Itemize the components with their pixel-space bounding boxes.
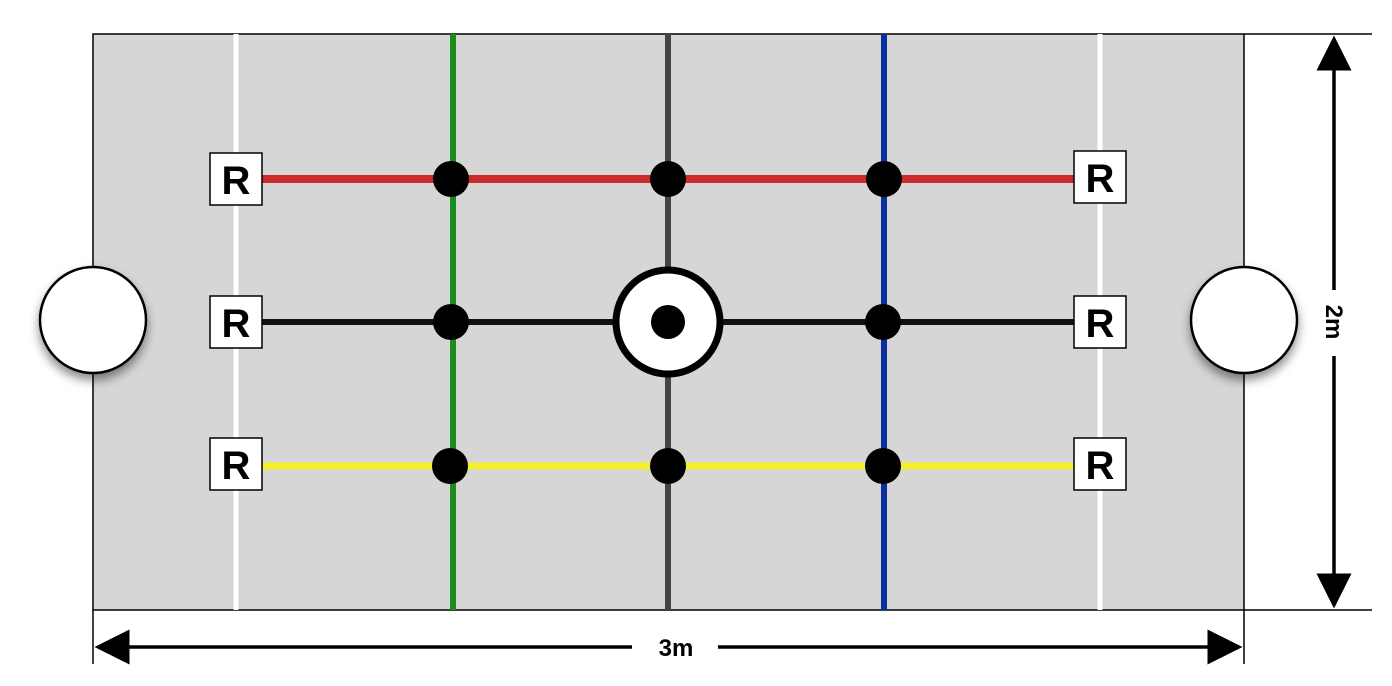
dot-yellow-blue [865, 448, 901, 484]
dot-yellow-green [432, 448, 468, 484]
r-marker-bottom-left: R [209, 437, 263, 491]
svg-text:R: R [222, 444, 251, 488]
right-goal-circle [1189, 265, 1299, 375]
svg-text:R: R [222, 302, 251, 346]
svg-text:R: R [1086, 157, 1115, 201]
height-label: 2m [1320, 305, 1347, 340]
r-marker-bottom-right: R [1073, 437, 1127, 491]
height-dimension: 2m [1244, 33, 1372, 611]
svg-text:R: R [222, 159, 251, 203]
svg-text:R: R [1086, 302, 1115, 346]
dot-black-blue [865, 304, 901, 340]
svg-text:R: R [1086, 444, 1115, 488]
left-goal-circle [38, 265, 148, 375]
dot-red-green [433, 161, 469, 197]
dot-black-green [433, 304, 469, 340]
dot-red-blue [866, 161, 902, 197]
r-marker-middle-left: R [209, 295, 263, 349]
dot-red-gray [650, 161, 686, 197]
width-dimension: 3m [92, 610, 1245, 665]
width-label: 3m [659, 635, 694, 662]
r-marker-middle-right: R [1073, 295, 1127, 349]
center-target [612, 266, 724, 378]
r-marker-top-right: R [1073, 150, 1127, 204]
dot-yellow-gray [650, 448, 686, 484]
r-marker-top-left: R [209, 152, 263, 206]
